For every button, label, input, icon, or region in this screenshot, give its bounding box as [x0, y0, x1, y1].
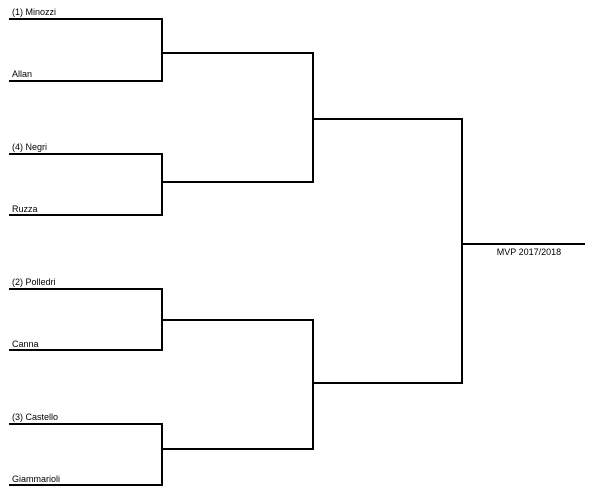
entrant-label: Canna — [12, 339, 39, 349]
semifinal-lines — [161, 52, 314, 450]
entrant-label: (3) Castello — [12, 412, 58, 422]
entrant-label: Giammarioli — [12, 474, 60, 484]
entrant-label: Allan — [12, 69, 32, 79]
final-lines — [312, 118, 585, 384]
entrant-label: (1) Minozzi — [12, 7, 56, 17]
entrant-label: Ruzza — [12, 204, 38, 214]
champion-label: MVP 2017/2018 — [497, 247, 561, 257]
entrant-labels: (1) Minozzi Allan (4) Negri Ruzza (2) Po… — [12, 7, 60, 484]
entrant-label: (2) Polledri — [12, 277, 56, 287]
round-1-lines — [9, 18, 163, 486]
entrant-label: (4) Negri — [12, 142, 47, 152]
